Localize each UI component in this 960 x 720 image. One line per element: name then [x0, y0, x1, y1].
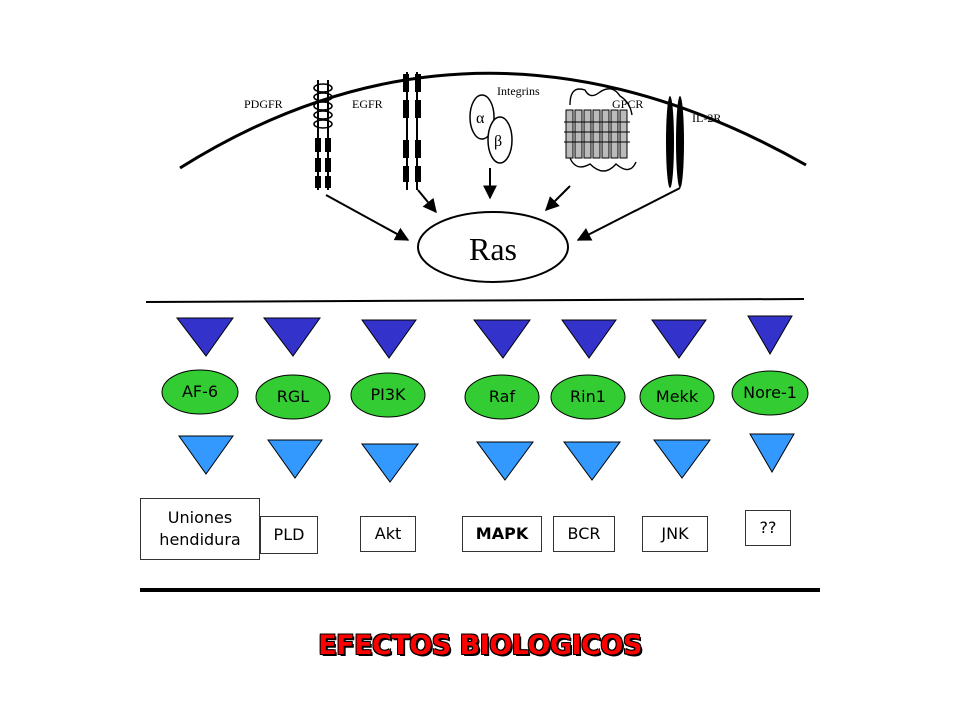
upstream-triangle-rin1 [561, 319, 617, 359]
downstream-box-bcr: BCR [553, 516, 615, 552]
il2r-receptor [666, 96, 684, 188]
biological-effects-title: EFECTOS BIOLOGICOS [318, 630, 642, 661]
arrow-egfr-to-ras [417, 189, 437, 214]
downstream-label-jnk: JNK [661, 523, 689, 543]
downstream-label-uniones-line2: hendidura [159, 530, 241, 549]
upstream-triangle-mekk [651, 319, 707, 359]
effector-label-rgl: RGL [277, 387, 310, 406]
downstream-triangle-rin1 [563, 441, 621, 481]
downstream-box-pld: PLD [260, 516, 318, 554]
arrow-gpcr-to-ras [545, 185, 571, 211]
effector-nore1 [731, 370, 809, 416]
effector-rin1 [550, 374, 626, 420]
pdgfr-label: PDGFR [244, 97, 283, 111]
downstream-label-akt: Akt [374, 523, 402, 543]
effector-rgl [255, 374, 331, 420]
downstream-label-bcr: BCR [567, 523, 601, 543]
downstream-triangle-af6 [178, 435, 234, 475]
downstream-label-uniones-line1: Uniones [167, 507, 233, 527]
upstream-triangle-nore1 [747, 315, 793, 355]
gpcr-label: GPCR [612, 97, 643, 111]
ras-hub [417, 211, 569, 283]
arrow-pdgfr-to-ras [325, 194, 410, 241]
downstream-label-unknown: ?? [759, 517, 777, 537]
integrins-label: Integrins [497, 84, 540, 98]
effector-label-mekk: Mekk [656, 387, 699, 406]
ras-label: Ras [469, 231, 517, 267]
integrin-receptor [469, 94, 513, 164]
downstream-box-uniones: Uniones hendidura [140, 498, 260, 560]
effector-mekk [639, 374, 715, 420]
upstream-triangle-rgl [262, 317, 321, 357]
il2r-label: IL-2R [692, 111, 721, 125]
effector-label-pi3k: PI3K [370, 385, 406, 404]
cell-membrane [179, 71, 807, 170]
arrow-il2r-to-ras [576, 187, 681, 241]
effector-af6 [161, 369, 239, 415]
egfr-receptor [403, 72, 421, 190]
downstream-triangle-nore1 [749, 433, 795, 473]
upstream-triangle-pi3k [361, 319, 417, 359]
downstream-box-akt: Akt [360, 516, 416, 552]
downstream-triangle-rgl [267, 439, 323, 479]
upstream-triangle-raf [472, 319, 531, 359]
integrin-alpha-label: α [476, 110, 485, 127]
downstream-label-mapk: MAPK [475, 523, 529, 543]
effector-row: AF-6 RGL PI3K Raf Rin1 Mekk Nore [161, 315, 809, 483]
downstream-label-pld: PLD [273, 524, 305, 544]
effector-raf [464, 374, 540, 420]
downstream-box-jnk: JNK [642, 516, 708, 552]
downstream-triangle-raf [476, 441, 534, 481]
egfr-label: EGFR [352, 97, 383, 111]
downstream-triangle-mekk [653, 439, 711, 479]
ras-distribution-line [145, 298, 805, 303]
effector-label-rin1: Rin1 [570, 387, 606, 406]
effector-label-af6: AF-6 [182, 382, 218, 401]
divider-bar [140, 588, 820, 592]
integrin-beta-label: β [494, 133, 502, 150]
downstream-box-mapk: MAPK [462, 516, 542, 552]
upstream-triangle-af6 [175, 317, 234, 357]
effector-pi3k [350, 372, 426, 418]
effector-label-nore1: Nore-1 [743, 383, 797, 402]
downstream-box-unknown: ?? [745, 510, 791, 546]
pdgfr-receptor [313, 80, 333, 190]
gpcr-receptor [564, 88, 637, 172]
downstream-triangle-pi3k [361, 443, 419, 483]
effector-label-raf: Raf [489, 387, 516, 406]
